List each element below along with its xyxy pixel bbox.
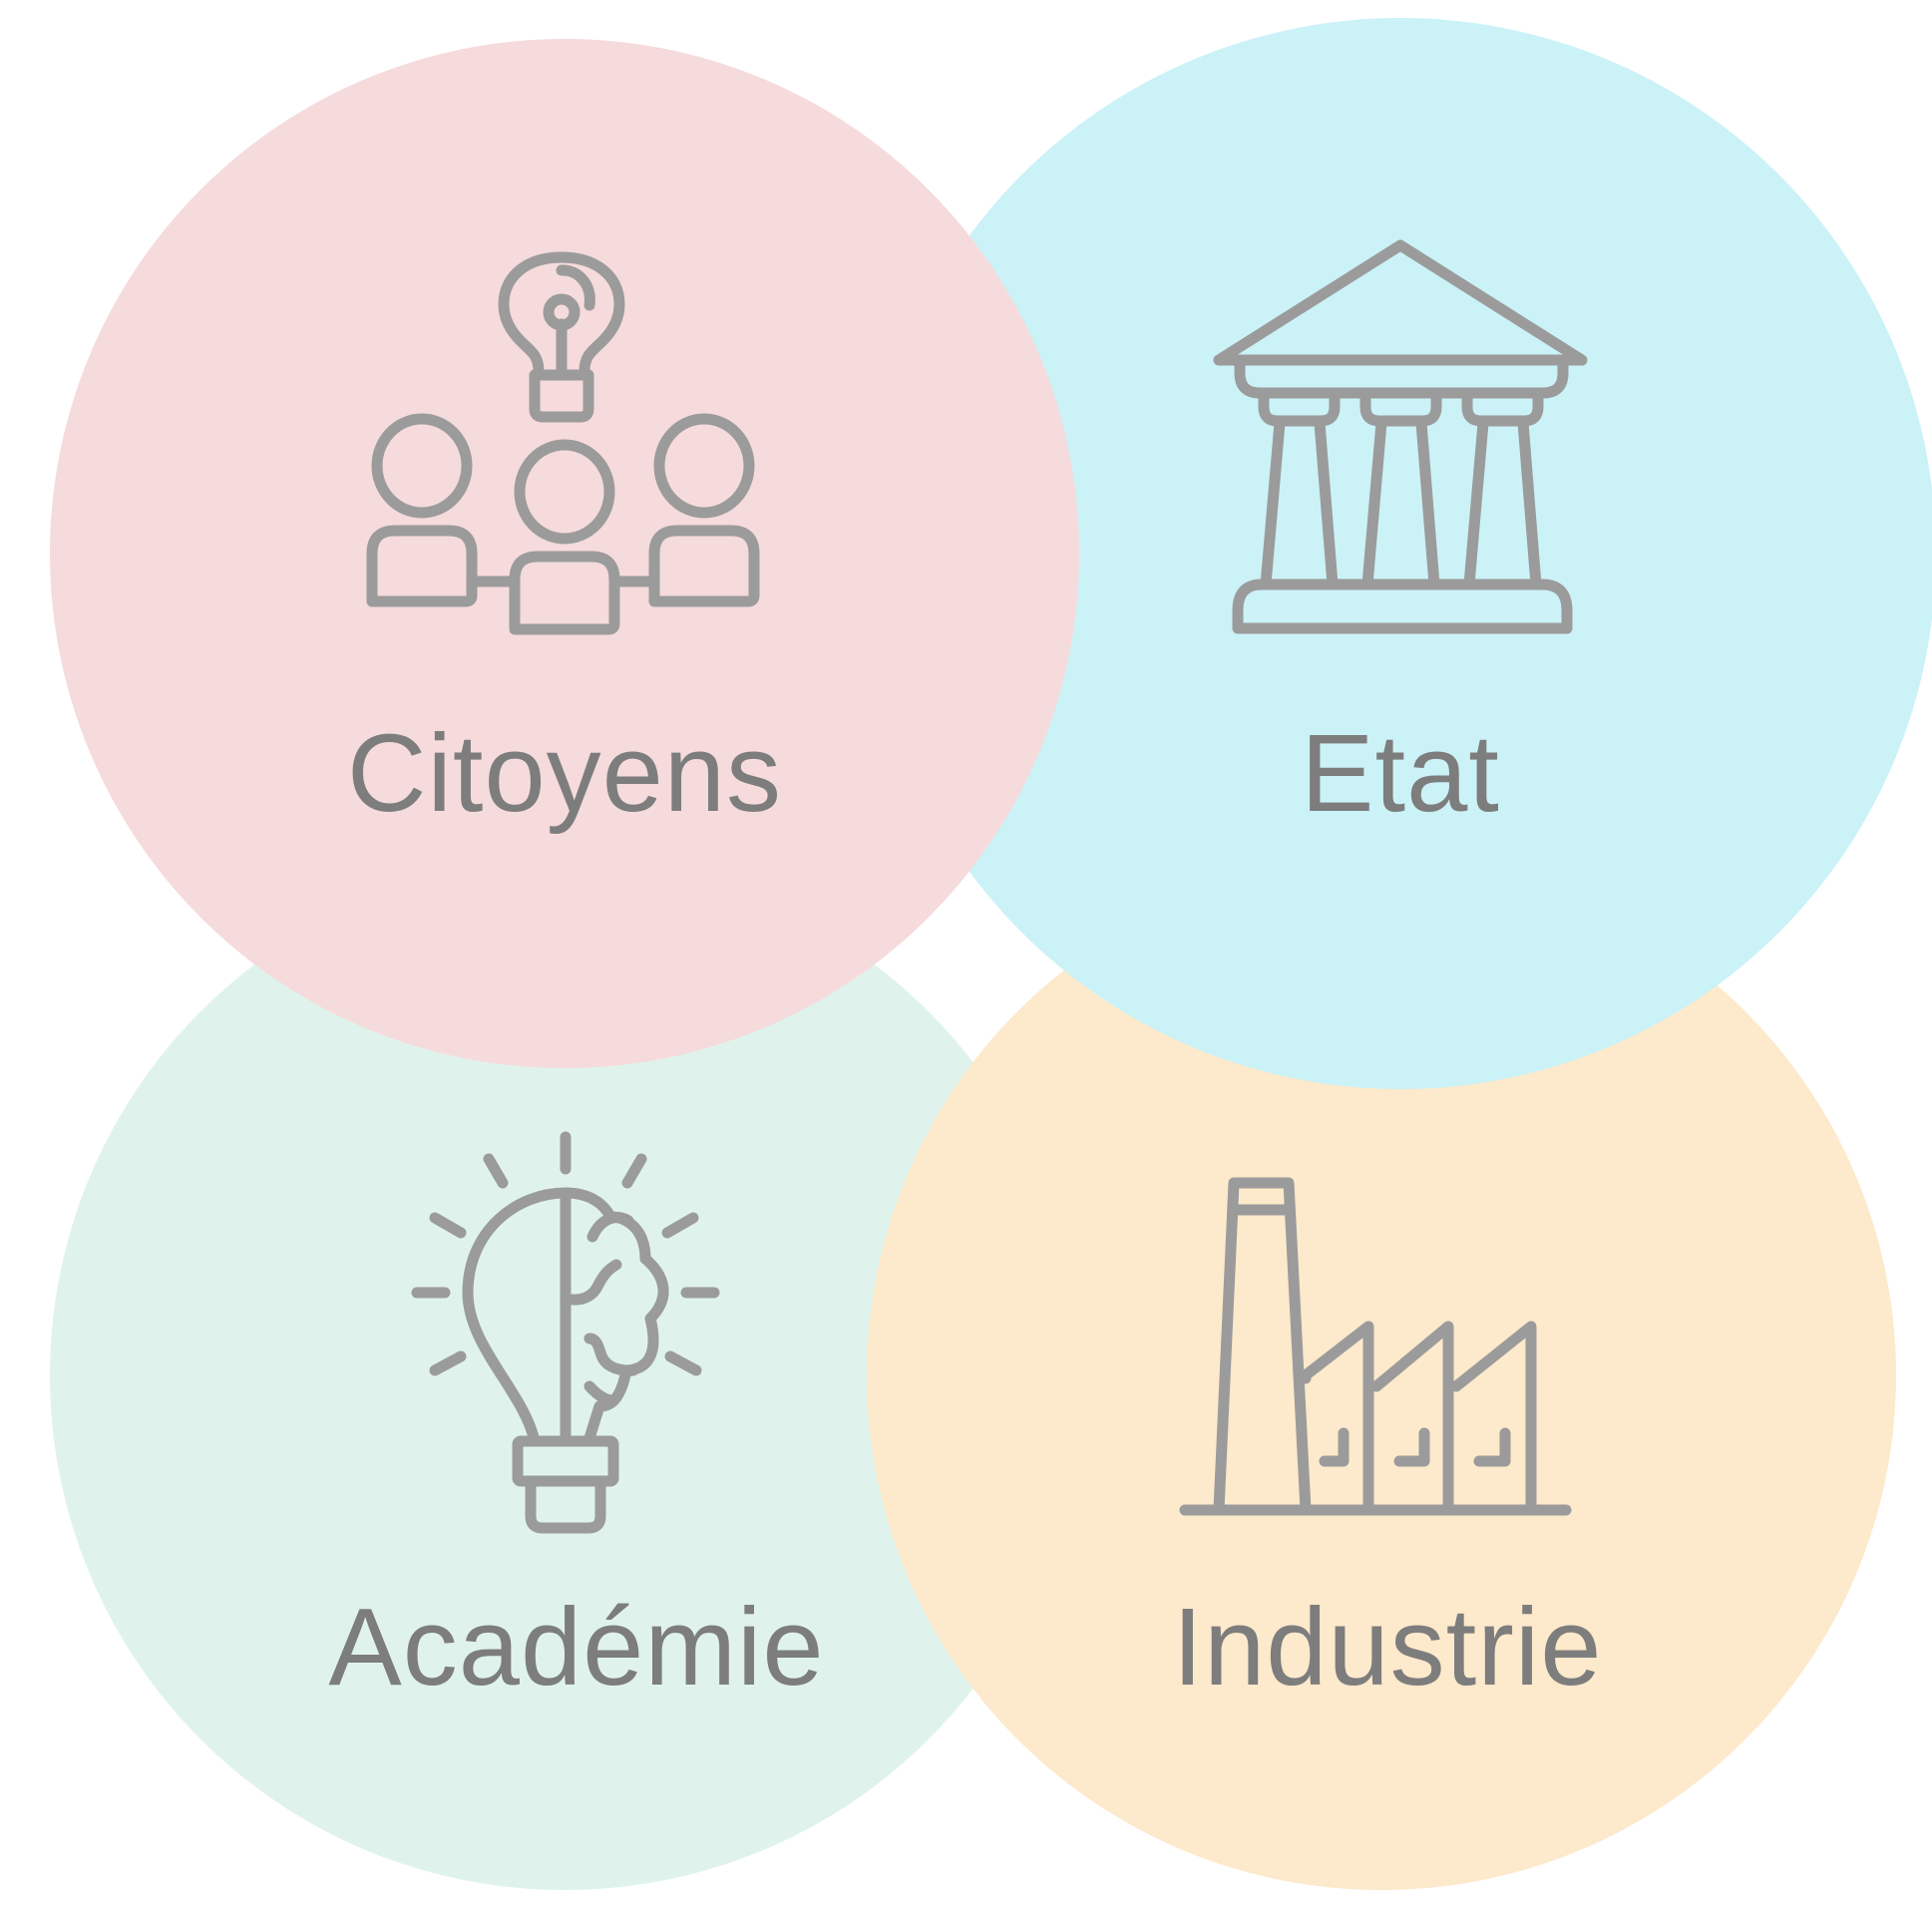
government-building-icon (1213, 239, 1588, 634)
brain-lightbulb-icon (411, 1131, 720, 1534)
etat-label: Etat (1301, 712, 1500, 835)
academie-label: Académie (328, 1586, 825, 1709)
factory-icon (1179, 1177, 1572, 1516)
citoyens-label: Citoyens (347, 712, 782, 835)
industrie-label: Industrie (1172, 1586, 1603, 1709)
people-idea-icon (366, 251, 760, 635)
etat-circle (865, 18, 1932, 1089)
